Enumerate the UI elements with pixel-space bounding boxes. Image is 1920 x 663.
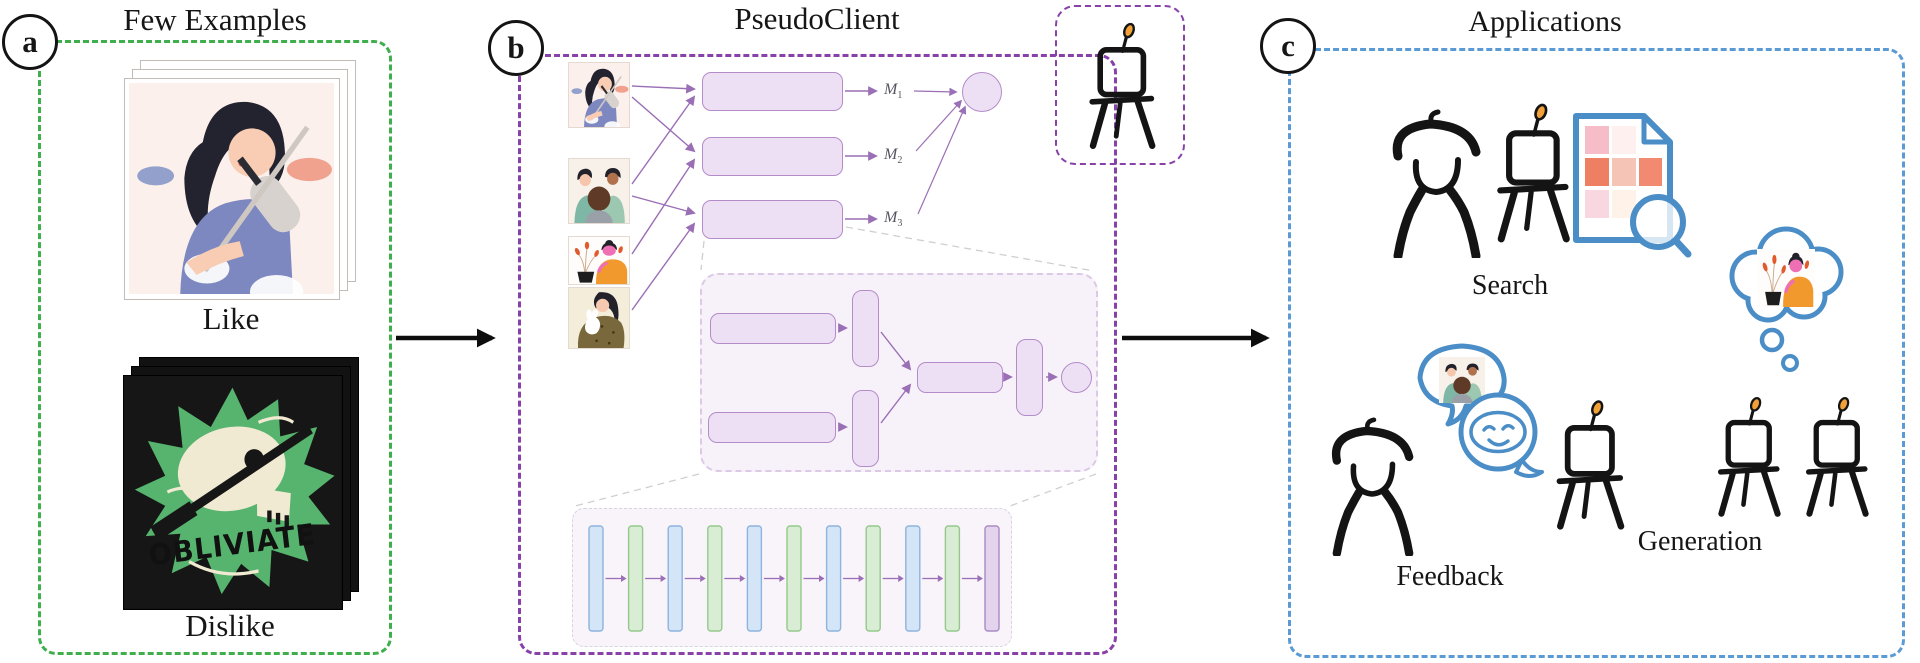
- transformer-layers-panel: [572, 508, 1012, 647]
- model-label-m1: M1: [884, 81, 903, 102]
- encoder-bar-blue: [667, 525, 683, 632]
- easel-icon: [1548, 384, 1630, 544]
- smiley-face-icon: [1469, 410, 1527, 454]
- artist-icon: [1382, 98, 1492, 258]
- example-thumbnail-plants: [568, 236, 630, 285]
- model-box-2: [702, 137, 843, 176]
- speech-bubble-smiley-icon: [1458, 392, 1544, 478]
- encoder-bars: [573, 509, 1011, 649]
- dislike-card-front: OBLIVIATE: [123, 375, 343, 610]
- encoder-bar-purple: [984, 525, 1000, 632]
- badge-a: a: [2, 14, 58, 70]
- panel-b-title: PseudoClient: [734, 1, 900, 36]
- like-card-front: [124, 78, 340, 300]
- model-box-1: [702, 72, 843, 111]
- dislike-label: Dislike: [185, 608, 275, 643]
- panel-c-applications: [1288, 48, 1905, 658]
- encoder-bar-blue: [588, 525, 604, 632]
- badge-c-letter: c: [1281, 28, 1295, 63]
- obliviate-illustration: OBLIVIATE: [124, 376, 341, 608]
- magnifier-icon: [1630, 194, 1692, 258]
- easel-icon: [1488, 86, 1576, 258]
- badge-b: b: [488, 20, 544, 76]
- panel-a-few-examples: [38, 40, 392, 655]
- detail-encoder-top: [852, 290, 879, 367]
- badge-c: c: [1260, 18, 1316, 74]
- example-thumbnail-hug: [568, 158, 630, 224]
- badge-a-letter: a: [22, 24, 38, 59]
- badge-b-letter: b: [507, 30, 525, 65]
- aggregator-node: [962, 72, 1002, 112]
- encoder-bar-green: [944, 525, 961, 632]
- detail-output-node: [1061, 362, 1092, 393]
- detail-fusion-box: [917, 362, 1003, 393]
- generation-label: Generation: [1637, 526, 1763, 557]
- thought-bubble-icon: [1729, 226, 1844, 372]
- model-label-m3: M3: [884, 209, 903, 230]
- encoder-bar-green: [865, 525, 881, 632]
- search-label: Search: [1471, 270, 1549, 301]
- encoder-bar-green: [786, 525, 802, 632]
- detail-encoder-bottom: [852, 390, 879, 467]
- detail-input-box-top: [710, 313, 836, 344]
- encoder-bar-blue: [746, 525, 763, 632]
- encoder-bar-blue: [825, 525, 842, 632]
- detail-head-box: [1016, 339, 1043, 416]
- encoder-bar-green: [627, 525, 644, 632]
- easel-icon: [1710, 386, 1786, 526]
- like-label: Like: [202, 301, 260, 336]
- easel-icon: [1798, 386, 1874, 526]
- panel-c-title: Applications: [1468, 5, 1622, 38]
- easel-icon: [1081, 19, 1161, 151]
- panel-a-title: Few Examples: [123, 2, 307, 37]
- feedback-label: Feedback: [1396, 561, 1504, 592]
- model-label-m2: M2: [884, 146, 903, 167]
- panel-b-pseudoclient: [518, 54, 1117, 655]
- model-box-3: [702, 200, 843, 239]
- image-document-icon: [1573, 113, 1692, 258]
- example-thumbnail-violin: [568, 62, 630, 128]
- example-thumbnail-rabbit: [568, 287, 630, 349]
- encoder-bar-blue: [905, 525, 921, 632]
- violin-illustration: [129, 83, 334, 294]
- detail-input-box-bottom: [708, 412, 836, 443]
- encoder-bar-green: [707, 525, 723, 632]
- pseudoclient-mascot-frame: [1055, 5, 1185, 165]
